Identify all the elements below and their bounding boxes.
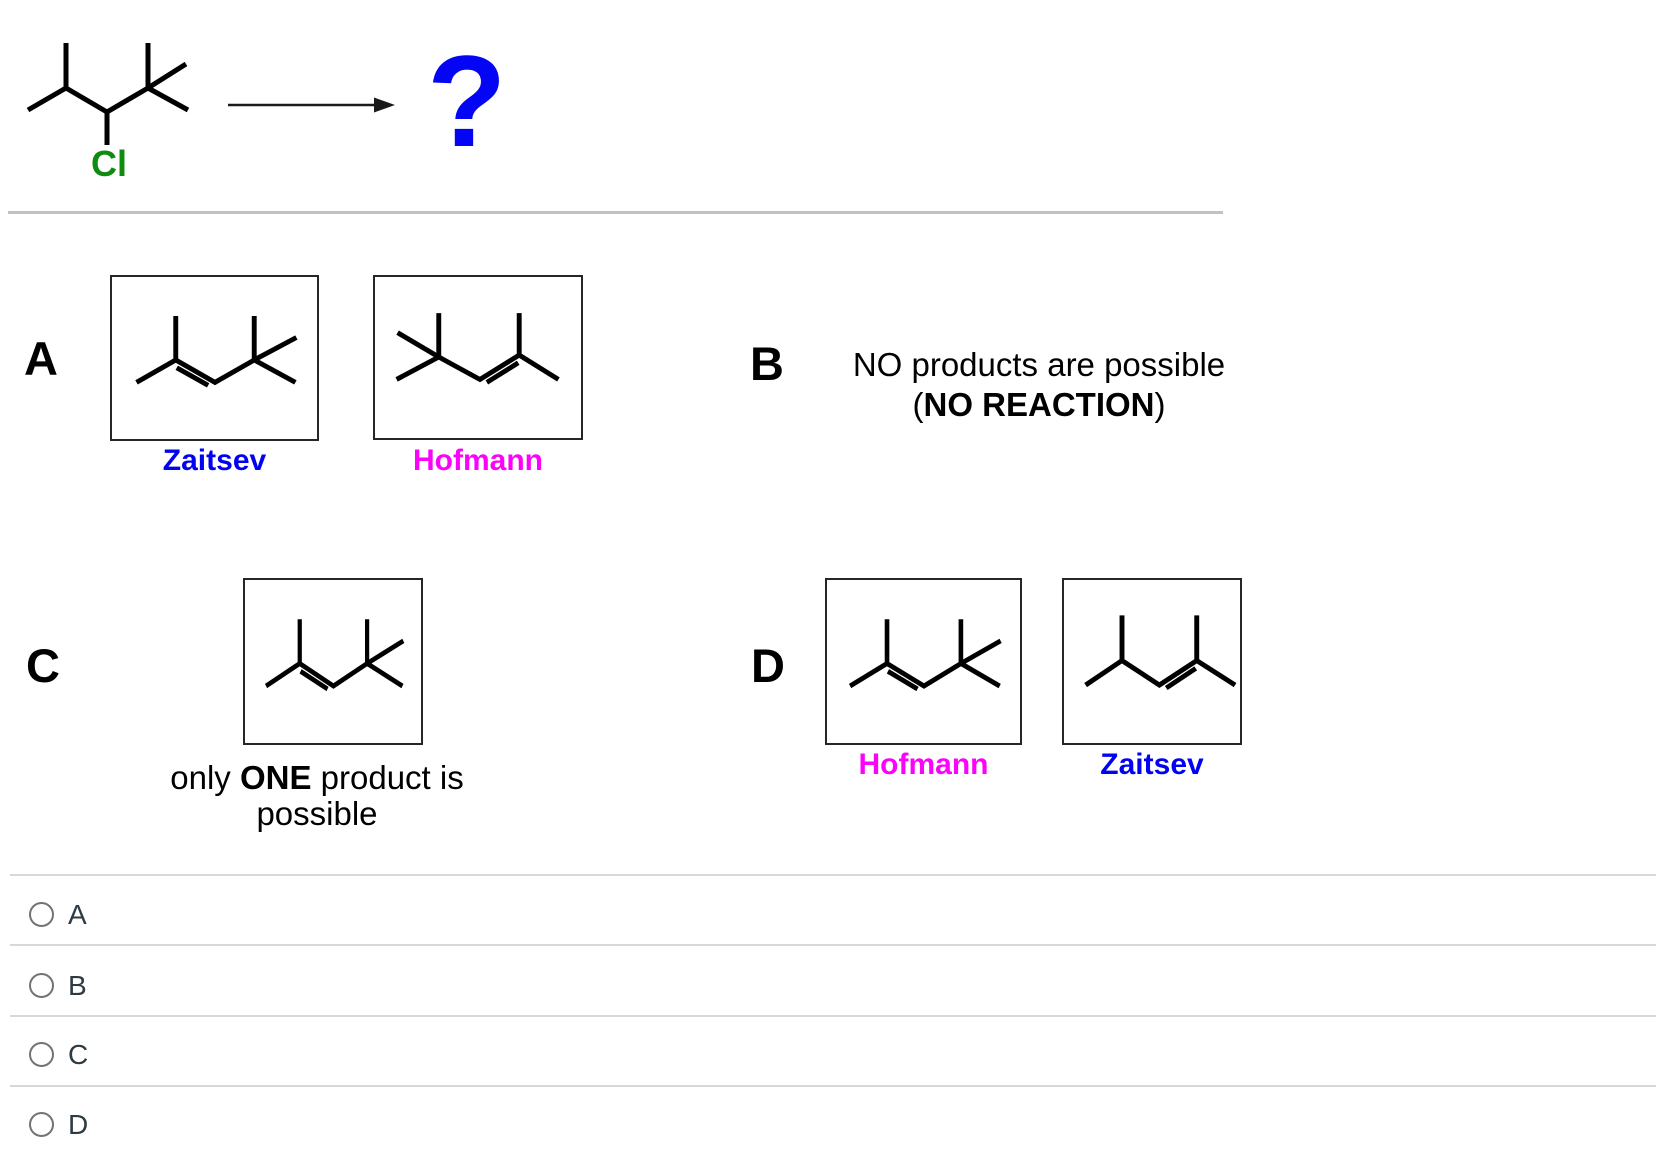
radio-label-a[interactable]: A — [68, 899, 87, 930]
unknown-product-placeholder: ? — [427, 28, 507, 174]
reaction-arrow-icon — [228, 97, 395, 113]
question-divider — [8, 211, 1223, 214]
option-a-hofmann-box — [373, 275, 583, 440]
option-b-line1: NO products are possible — [852, 346, 1226, 383]
answer-divider — [10, 874, 1656, 876]
option-d-hofmann-box — [825, 578, 1022, 745]
option-d-hofmann-label: Hofmann — [858, 748, 989, 781]
zaitsev-alkene-structure — [135, 316, 298, 388]
chlorine-label: Cl — [91, 143, 127, 184]
option-c-product-box — [243, 578, 423, 745]
reactant-structure: Cl — [26, 43, 190, 184]
option-a-zaitsev-label: Zaitsev — [162, 444, 267, 477]
answer-divider — [10, 1085, 1656, 1087]
option-d-zaitsev-label: Zaitsev — [1100, 748, 1204, 781]
option-c-letter: C — [26, 639, 60, 692]
radio-button-d[interactable] — [29, 1112, 54, 1137]
dimethylpentene-structure — [1084, 615, 1237, 691]
no-reaction-text: NO REACTION — [923, 386, 1155, 423]
option-b-letter: B — [750, 337, 784, 390]
radio-button-b[interactable] — [29, 973, 54, 998]
option-a-zaitsev-box — [110, 275, 319, 441]
answer-divider — [10, 944, 1656, 946]
zaitsev-alkene-structure — [848, 619, 1002, 692]
option-a-letter: A — [24, 332, 58, 385]
hofmann-alkene-structure — [395, 313, 560, 385]
radio-button-a[interactable] — [29, 902, 54, 927]
radio-button-c[interactable] — [29, 1042, 54, 1067]
answer-divider — [10, 1015, 1656, 1017]
option-b-line2: (NO REACTION) — [912, 386, 1166, 423]
radio-label-d[interactable]: D — [68, 1109, 89, 1140]
option-d-letter: D — [751, 639, 785, 692]
option-c-caption: only ONE product is possible — [170, 759, 464, 833]
option-d-zaitsev-box — [1062, 578, 1242, 745]
radio-label-c[interactable]: C — [68, 1039, 89, 1070]
option-b-text: NO products are possible (NO REACTION) — [839, 345, 1239, 425]
option-a-hofmann-label: Hofmann — [413, 444, 543, 477]
radio-label-b[interactable]: B — [68, 970, 87, 1001]
one-product-text: ONE — [239, 759, 312, 796]
zaitsev-alkene-structure — [265, 619, 405, 692]
